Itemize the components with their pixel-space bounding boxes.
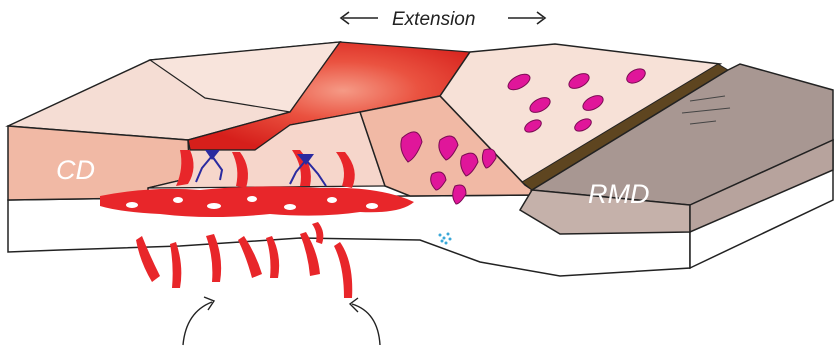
extension-label: Extension — [392, 9, 475, 30]
right-arrow-icon — [508, 12, 545, 24]
left-arrow-icon — [341, 12, 378, 24]
curved-upwelling-arrow-icon-right — [350, 298, 380, 345]
cd-label: CD — [56, 155, 95, 185]
curved-upwelling-arrow-icon — [183, 297, 214, 345]
rmd-label: RMD — [588, 179, 650, 209]
extension-indicator: Extension — [341, 9, 545, 30]
